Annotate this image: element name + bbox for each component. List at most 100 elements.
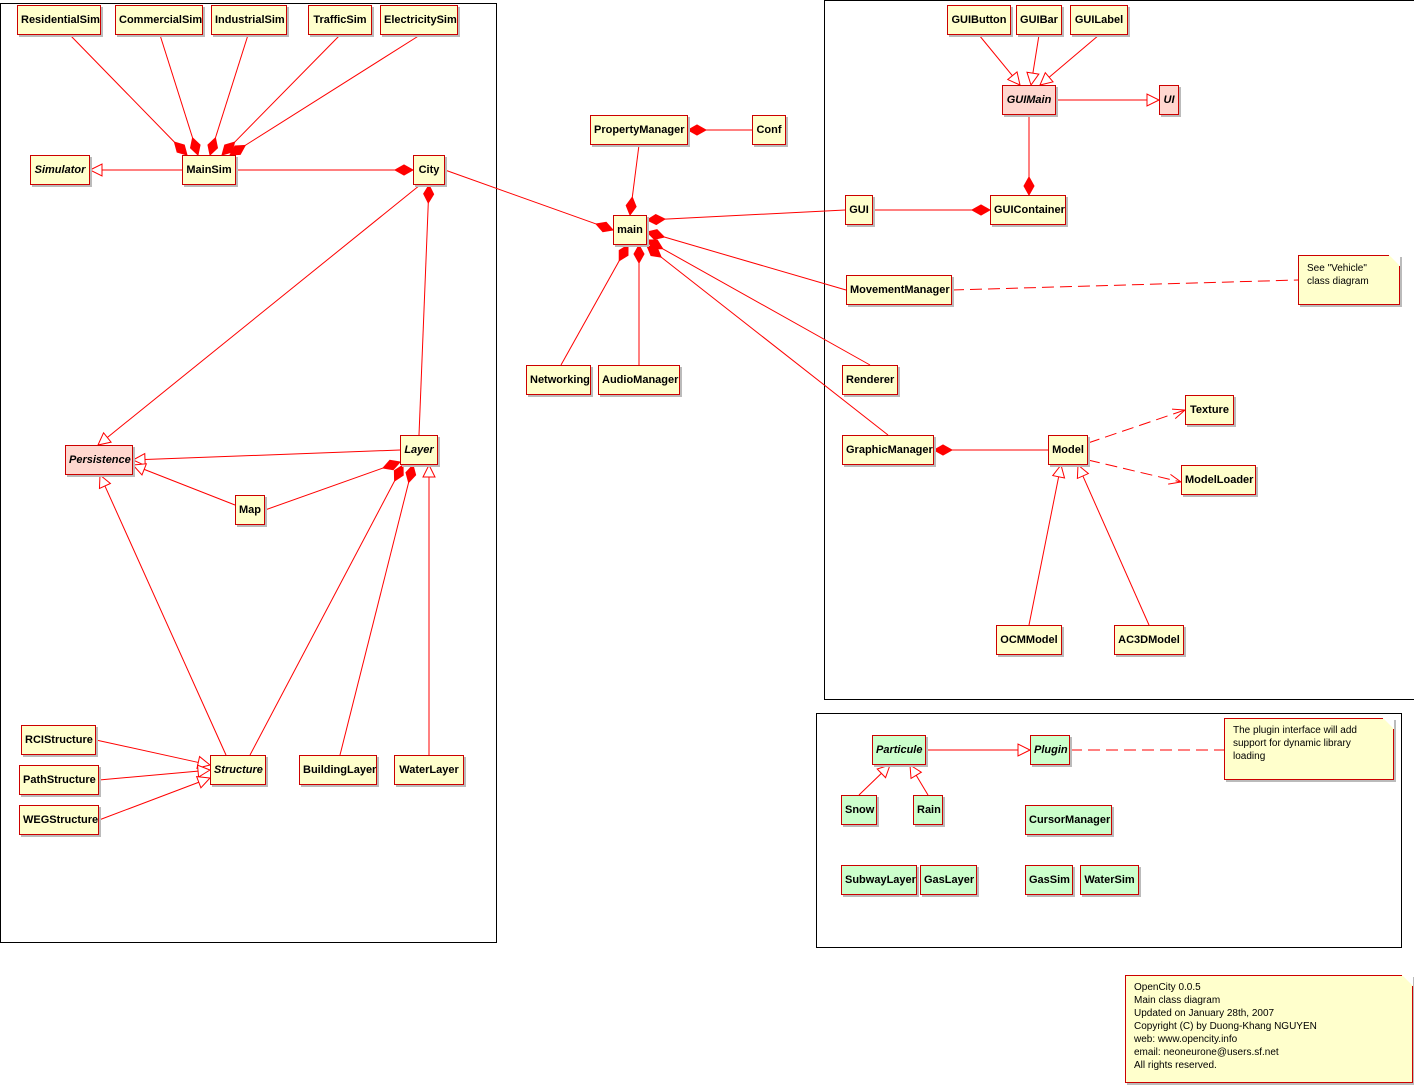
note-line: The plugin interface will add (1233, 725, 1357, 736)
class-gaslayer[interactable]: GasLayer (920, 865, 977, 895)
class-guibutton[interactable]: GUIButton (947, 5, 1011, 35)
edge-map-layer (264, 467, 384, 511)
class-mainsim[interactable]: MainSim (182, 155, 236, 185)
edge-snow-particule (858, 772, 882, 796)
class-gassim[interactable]: GasSim (1025, 865, 1073, 895)
inheritance-arrow-icon (88, 163, 103, 177)
note-info: OpenCity 0.0.5 Main class diagram Update… (1125, 975, 1413, 1083)
edge-model-modelloader (1087, 459, 1182, 483)
inheritance-arrow-icon (1017, 743, 1032, 757)
class-structure[interactable]: Structure (210, 755, 266, 785)
composition-diamond-icon (207, 136, 219, 156)
edge-pathstructure-structure (98, 770, 199, 781)
edge-structure-persistence (104, 485, 227, 756)
edge-renderer-main (662, 248, 871, 366)
composition-diamond-icon (173, 141, 188, 156)
class-waterlayer[interactable]: WaterLayer (394, 755, 464, 785)
note-line: OpenCity 0.0.5 (1134, 982, 1201, 993)
class-buildinglayer[interactable]: BuildingLayer (299, 755, 377, 785)
class-renderer[interactable]: Renderer (842, 365, 898, 395)
edge-ocmmodel-model (1028, 476, 1060, 626)
edge-rain-particule (915, 775, 929, 796)
note-line: See "Vehicle" (1307, 263, 1367, 274)
inheritance-arrow-icon (1006, 71, 1021, 86)
class-wegstructure[interactable]: WEGStructure (19, 805, 99, 835)
edge-residentialsim-mainsim (69, 34, 175, 143)
class-residentialsim[interactable]: ResidentialSim (17, 5, 101, 35)
class-industrialsim[interactable]: IndustrialSim (211, 5, 287, 35)
class-trafficsim[interactable]: TrafficSim (308, 5, 372, 35)
note-line: All rights reserved. (1134, 1060, 1217, 1071)
note-vehicle: See "Vehicle" class diagram (1298, 255, 1400, 305)
inheritance-arrow-icon (1039, 71, 1054, 86)
note-line: loading (1233, 751, 1266, 762)
edge-rcistructure-structure (95, 739, 199, 763)
class-persistence[interactable]: Persistence (65, 445, 133, 475)
class-rain[interactable]: Rain (913, 795, 943, 825)
composition-diamond-icon (646, 229, 666, 240)
class-plugin[interactable]: Plugin (1030, 735, 1070, 765)
note-line: email: neoneurone@users.sf.net (1134, 1047, 1279, 1058)
class-movementmanager[interactable]: MovementManager (846, 275, 952, 305)
class-guibar[interactable]: GUIBar (1016, 5, 1062, 35)
class-gui[interactable]: GUI (845, 195, 873, 225)
class-ac3dmodel[interactable]: AC3DModel (1114, 625, 1184, 655)
class-model[interactable]: Model (1048, 435, 1088, 465)
class-guicontainer[interactable]: GUIContainer (990, 195, 1066, 225)
class-subwaylayer[interactable]: SubwayLayer (841, 865, 917, 895)
class-audiomanager[interactable]: AudioManager (598, 365, 680, 395)
edge-structure-layer (249, 480, 396, 756)
composition-diamond-icon (645, 213, 667, 226)
edge-commercialsim-mainsim (159, 34, 194, 138)
class-cursormanager[interactable]: CursorManager (1025, 805, 1112, 835)
class-watersim[interactable]: WaterSim (1080, 865, 1139, 895)
edge-gui-main (664, 209, 846, 220)
class-main[interactable]: main (613, 215, 647, 245)
class-graphicmanager[interactable]: GraphicManager (842, 435, 934, 465)
note-line: support for dynamic library (1233, 738, 1351, 749)
class-pathstructure[interactable]: PathStructure (19, 765, 99, 795)
class-propertymanager[interactable]: PropertyManager (590, 115, 688, 145)
note-plugin: The plugin interface will add support fo… (1224, 718, 1394, 780)
class-map[interactable]: Map (235, 495, 265, 525)
note-line: Updated on January 28th, 2007 (1134, 1008, 1275, 1019)
inheritance-arrow-icon (1146, 93, 1161, 107)
class-city[interactable]: City (413, 155, 445, 185)
inheritance-arrow-icon (422, 463, 436, 478)
class-simulator[interactable]: Simulator (30, 155, 90, 185)
class-guilabel[interactable]: GUILabel (1070, 5, 1128, 35)
edge-guilabel-guimain (1048, 34, 1100, 78)
edge-movementmanager-main (664, 236, 847, 291)
composition-diamond-icon (1023, 175, 1035, 197)
class-texture[interactable]: Texture (1185, 395, 1234, 425)
composition-diamond-icon (595, 221, 614, 233)
class-commercialsim[interactable]: CommercialSim (115, 5, 203, 35)
composition-diamond-icon (970, 204, 992, 216)
composition-diamond-icon (618, 244, 629, 262)
class-electricitysim[interactable]: ElectricitySim (380, 5, 458, 35)
composition-diamond-icon (189, 136, 201, 156)
class-networking[interactable]: Networking (526, 365, 591, 395)
class-conf[interactable]: Conf (752, 115, 786, 145)
note-fold-icon (1402, 975, 1413, 986)
class-layer[interactable]: Layer (400, 435, 438, 465)
class-ui[interactable]: UI (1159, 85, 1179, 115)
edge-networking-main (560, 260, 620, 366)
class-guimain[interactable]: GUIMain (1002, 85, 1056, 115)
composition-diamond-icon (686, 124, 708, 136)
note-fold-icon (1389, 255, 1400, 266)
class-rcistructure[interactable]: RCIStructure (21, 725, 96, 755)
class-particule[interactable]: Particule (872, 735, 926, 765)
class-snow[interactable]: Snow (841, 795, 877, 825)
class-ocmmodel[interactable]: OCMModel (996, 625, 1062, 655)
inheritance-arrow-icon (1026, 71, 1040, 87)
note-fold-icon (1383, 718, 1394, 729)
composition-diamond-icon (932, 444, 954, 456)
class-modelloader[interactable]: ModelLoader (1181, 465, 1256, 495)
edge-electricitysim-mainsim (244, 34, 421, 146)
edge-city-persistence (107, 184, 421, 438)
inheritance-arrow-icon (1051, 463, 1066, 479)
edge-wegstructure-structure (98, 781, 199, 821)
edge-model-texture (1087, 409, 1186, 444)
